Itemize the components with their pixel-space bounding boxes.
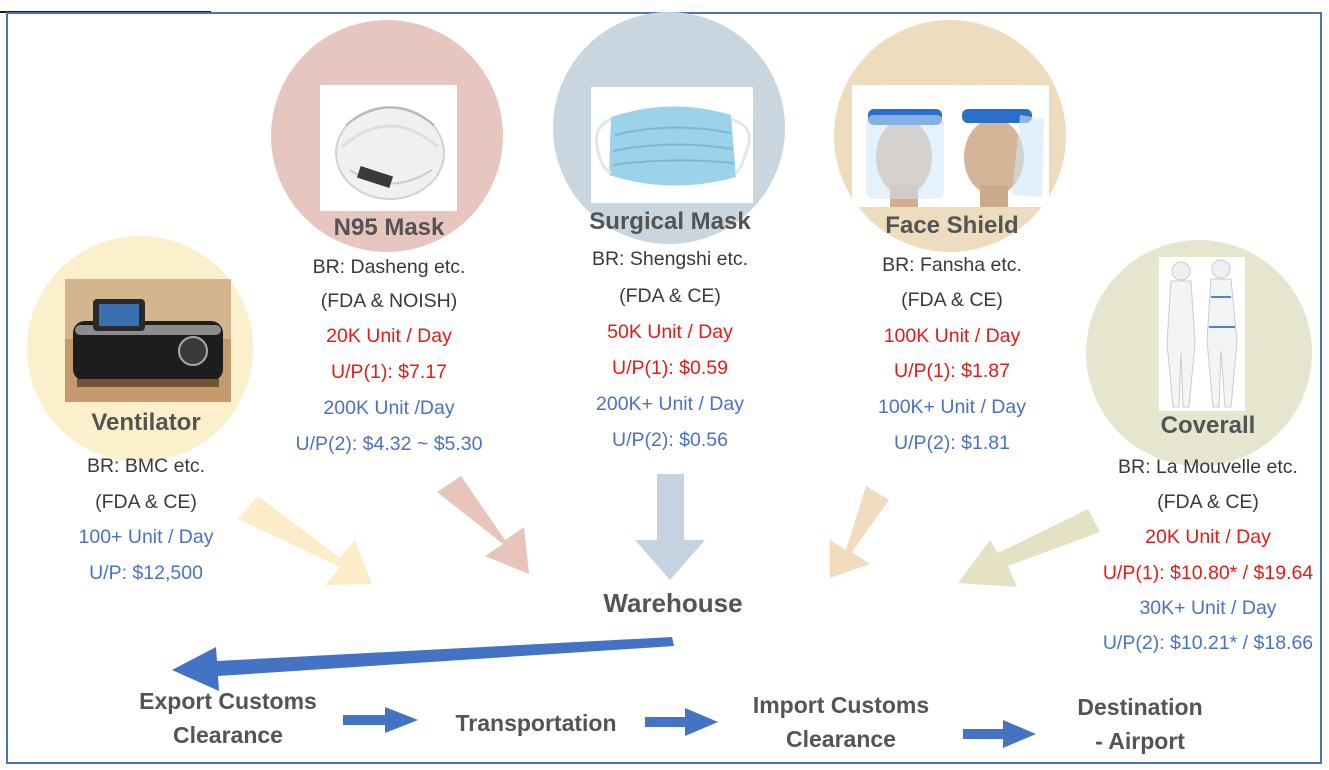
- coverall-line-capacity-2: 30K+ Unit / Day: [1139, 597, 1277, 619]
- arrow-n95-to-warehouse: [437, 476, 529, 574]
- arrow-warehouse-to-export: [172, 637, 674, 691]
- import-line-1: Import Customs: [752, 692, 930, 718]
- n95-title: N95 Mask: [333, 214, 445, 241]
- n95-line-price-1: U/P(1): $7.17: [331, 361, 447, 383]
- import-line-2: Clearance: [786, 726, 896, 752]
- ventilator-line-price: U/P: $12,500: [89, 562, 203, 584]
- ventilator-line-brand: BR: BMC etc.: [86, 455, 206, 477]
- arrow-import-to-destination: [963, 720, 1036, 748]
- faceshield-line-price-1: U/P(1): $1.87: [894, 360, 1010, 382]
- faceshield-title: Face Shield: [885, 212, 1019, 239]
- export-line-2: Clearance: [173, 722, 283, 748]
- coverall-line-cert: (FDA & CE): [1157, 491, 1259, 513]
- n95-line-cert: (FDA & NOISH): [320, 290, 458, 312]
- arrow-transport-to-import: [645, 708, 718, 736]
- arrow-surgical-to-warehouse: [635, 474, 705, 580]
- import-customs-step: Import Customs Clearance: [753, 688, 929, 756]
- coverall-line-price-2: U/P(2): $10.21* / $18.66: [1102, 632, 1314, 654]
- arrow-faceshield-to-warehouse: [830, 486, 889, 578]
- coverall-title: Coverall: [1160, 412, 1256, 439]
- warehouse-label: Warehouse: [603, 588, 743, 618]
- ventilator-title: Ventilator: [91, 409, 201, 436]
- n95-line-brand: BR: Dasheng etc.: [312, 256, 466, 278]
- n95-line-capacity-2: 200K Unit /Day: [323, 397, 455, 419]
- face-shield-image: [852, 85, 1049, 207]
- n95-line-capacity-1: 20K Unit / Day: [326, 325, 452, 347]
- n95-line-price-2: U/P(2): $4.32 ~ $5.30: [295, 433, 483, 455]
- transport-line-1: Transportation: [455, 710, 617, 736]
- destination-line-2: - Airport: [1095, 728, 1185, 754]
- surgical-line-price-2: U/P(2): $0.56: [612, 429, 728, 451]
- ventilator-line-cert: (FDA & CE): [95, 491, 197, 513]
- ventilator-device-image: [65, 279, 231, 402]
- destination-line-1: Destination: [1077, 694, 1203, 720]
- arrow-export-to-transport: [343, 707, 418, 733]
- coverall-line-brand: BR: La Mouvelle etc.: [1118, 456, 1298, 478]
- ventilator-line-capacity: 100+ Unit / Day: [78, 526, 214, 548]
- surgical-line-capacity-2: 200K+ Unit / Day: [596, 393, 744, 415]
- faceshield-line-capacity-2: 100K+ Unit / Day: [878, 396, 1026, 418]
- coverall-line-price-1: U/P(1): $10.80* / $19.64: [1102, 562, 1314, 584]
- destination-step: Destination - Airport: [1077, 690, 1202, 758]
- surgical-mask-image: [591, 87, 753, 203]
- faceshield-line-price-2: U/P(2): $1.81: [894, 432, 1010, 454]
- arrow-ventilator-to-warehouse: [238, 496, 372, 585]
- protective-coverall-image: [1159, 257, 1245, 411]
- coverall-line-capacity-1: 20K Unit / Day: [1145, 526, 1271, 548]
- n95-respirator-image: [320, 85, 457, 211]
- faceshield-line-cert: (FDA & CE): [901, 289, 1003, 311]
- export-customs-step: Export Customs Clearance: [139, 684, 317, 752]
- surgical-line-cert: (FDA & CE): [619, 285, 721, 307]
- faceshield-line-capacity-1: 100K Unit / Day: [883, 325, 1021, 347]
- transportation-step: Transportation: [455, 706, 616, 740]
- arrow-coverall-to-warehouse: [958, 509, 1100, 587]
- surgical-title: Surgical Mask: [589, 208, 751, 235]
- faceshield-line-brand: BR: Fansha etc.: [882, 254, 1022, 276]
- surgical-line-capacity-1: 50K Unit / Day: [607, 321, 733, 343]
- export-line-1: Export Customs: [139, 688, 317, 714]
- surgical-line-brand: BR: Shengshi etc.: [591, 248, 749, 270]
- surgical-line-price-1: U/P(1): $0.59: [612, 357, 728, 379]
